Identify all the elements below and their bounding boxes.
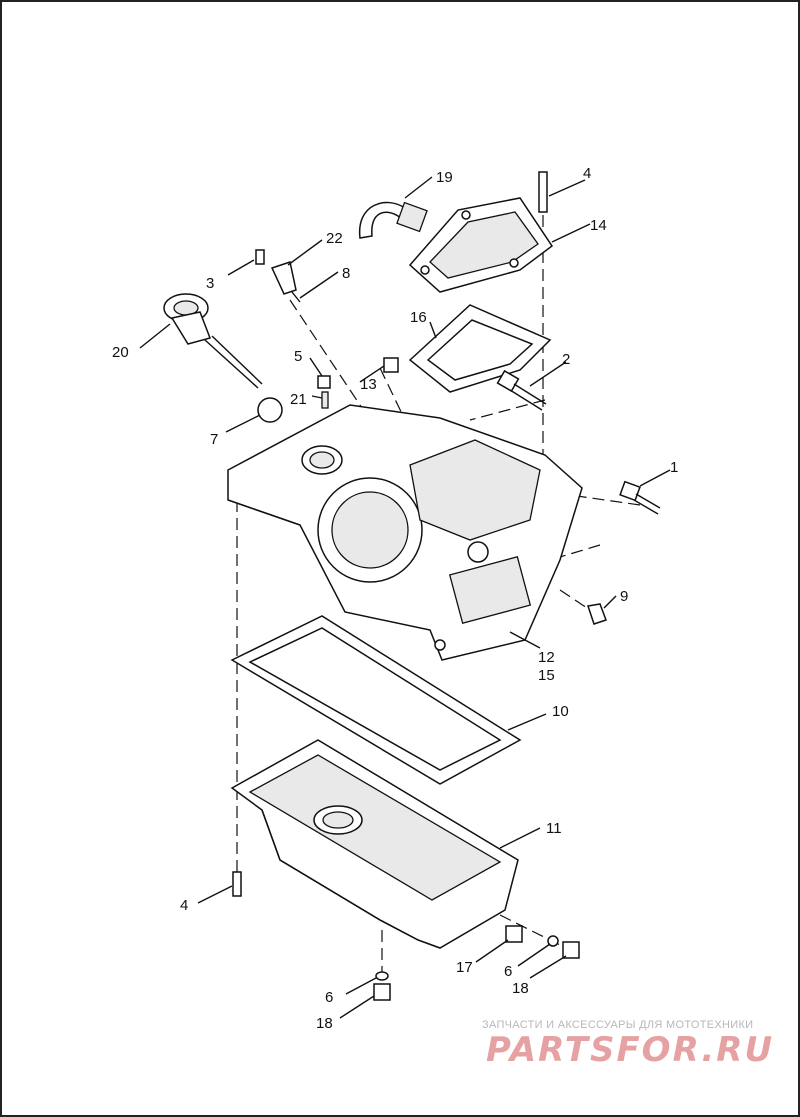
part-19-breather-hose xyxy=(358,201,428,239)
part-8-seal xyxy=(291,291,301,303)
callout-13: 13 xyxy=(360,376,377,393)
leader-lines xyxy=(139,176,671,1019)
part-9-sleeve xyxy=(587,603,607,625)
part-18-drain-plug-bottom xyxy=(373,983,391,1001)
callout-22: 22 xyxy=(326,230,343,247)
part-13-switch xyxy=(383,357,399,373)
callout-11: 11 xyxy=(546,820,562,837)
callout-9: 9 xyxy=(620,588,628,605)
part-10-pan-gasket xyxy=(230,615,522,785)
part-2-bolt xyxy=(496,369,547,411)
part-18-drain-plug-right xyxy=(562,941,580,959)
part-3-screw xyxy=(255,249,265,265)
callout-4-top: 4 xyxy=(583,165,591,182)
watermark-tagline: ЗАПЧАСТИ И АКСЕССУАРЫ ДЛЯ МОТОТЕХНИКИ xyxy=(482,1019,754,1031)
callout-10: 10 xyxy=(552,703,569,720)
callout-numbers: 1 2 3 4 4 5 6 6 7 8 9 10 11 12 13 14 15 … xyxy=(112,165,678,1032)
callout-19: 19 xyxy=(436,169,453,186)
callout-14: 14 xyxy=(590,217,607,234)
callout-2: 2 xyxy=(562,351,570,368)
callout-7: 7 xyxy=(210,431,218,448)
callout-6-right: 6 xyxy=(504,963,512,980)
part-14-top-cover xyxy=(408,197,554,293)
part-17-drain-fitting xyxy=(505,925,523,943)
part-6-o-ring-right xyxy=(547,935,559,947)
part-4-bolt-lower xyxy=(232,871,242,897)
part-16-cover-gasket xyxy=(408,304,552,393)
callout-18-right: 18 xyxy=(512,980,529,997)
callout-12: 12 xyxy=(538,649,555,666)
part-4-bolt-top xyxy=(538,171,548,213)
part-5-plug xyxy=(317,375,331,389)
callout-4-bottom: 4 xyxy=(180,897,188,914)
callout-1: 1 xyxy=(670,459,678,476)
callout-18-bottom: 18 xyxy=(316,1015,333,1032)
part-21-spring xyxy=(321,391,329,409)
part-20-dipstick xyxy=(163,293,263,389)
callout-5: 5 xyxy=(294,348,302,365)
callout-6-bottom: 6 xyxy=(325,989,333,1006)
part-12-housing xyxy=(227,404,583,661)
callout-17: 17 xyxy=(456,959,473,976)
callout-16: 16 xyxy=(410,309,427,326)
part-7-o-ring xyxy=(257,397,283,423)
part-22-sensor xyxy=(270,261,297,295)
watermark-logo: PARTSFOR.RU xyxy=(486,1030,775,1070)
callout-15: 15 xyxy=(538,667,555,684)
part-11-oil-pan xyxy=(230,739,519,949)
part-1-bolt xyxy=(619,480,661,515)
callout-3: 3 xyxy=(206,275,214,292)
callout-8: 8 xyxy=(342,265,350,282)
part-6-o-ring-bottom xyxy=(375,971,389,981)
callout-21: 21 xyxy=(290,391,307,408)
callout-20: 20 xyxy=(112,344,129,361)
